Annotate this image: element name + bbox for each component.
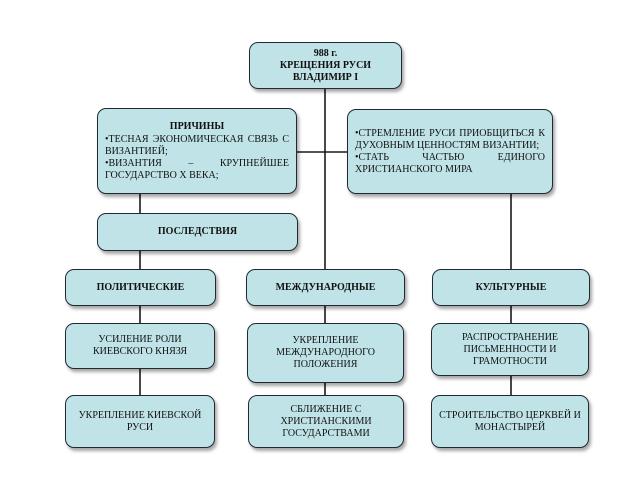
consequences-label: ПОСЛЕДСТВИЯ [157,226,238,237]
baptism-title: КРЕЩЕНИЯ РУСИ [279,59,372,71]
consequences-box: ПОСЛЕДСТВИЯ [97,213,298,251]
international-item-2-text: СБЛИЖЕНИЕ С ХРИСТИАНСКИМИ ГОСУДАРСТВАМИ [280,403,372,439]
political-item-2-text: УКРЕПЛЕНИЕ КИЕВСКОЙ РУСИ [78,409,202,433]
political-item-1-text: УСИЛЕНИЕ РОЛИ КИЕВСКОГО КНЯЗЯ [92,334,188,357]
political-label: ПОЛИТИЧЕСКИЕ [96,281,185,293]
international-box: МЕЖДУНАРОДНЫЕ [246,269,405,306]
political-item-2: УКРЕПЛЕНИЕ КИЕВСКОЙ РУСИ [65,395,215,448]
cultural-item-2-text: СТРОИТЕЛЬСТВО ЦЕРКВЕЙ И МОНАСТЫРЕЙ [439,409,581,433]
reasons-item-1: •ТЕСНАЯ ЭКОНОМИЧЕСКАЯ СВЯЗЬ С ВИЗАНТИЕЙ; [105,133,289,157]
baptism-box: 988 г. КРЕЩЕНИЯ РУСИ ВЛАДИМИР I [249,42,402,89]
baptism-ruler: ВЛАДИМИР I [292,71,359,83]
reasons-title: ПРИЧИНЫ [169,120,225,132]
baptism-year: 988 г. [313,47,338,59]
international-item-2: СБЛИЖЕНИЕ С ХРИСТИАНСКИМИ ГОСУДАРСТВАМИ [248,395,404,448]
cultural-item-1-text: РАСПРОСТРАНЕНИЕ ПИСЬМЕННОСТИ И ГРАМОТНОС… [461,331,559,367]
political-box: ПОЛИТИЧЕСКИЕ [65,269,216,306]
international-label: МЕЖДУНАРОДНЫЕ [275,281,376,293]
aspirations-box: •СТРЕМЛЕНИЕ РУСИ ПРИОБЩИТЬСЯ К ДУХОВНЫМ … [347,109,553,194]
reasons-item-2: •ВИЗАНТИЯ – КРУПНЕЙШЕЕ ГОСУДАРСТВО Х ВЕК… [105,157,289,181]
cultural-item-2: СТРОИТЕЛЬСТВО ЦЕРКВЕЙ И МОНАСТЫРЕЙ [431,395,589,448]
cultural-label: КУЛЬТУРНЫЕ [475,281,547,293]
cultural-item-1: РАСПРОСТРАНЕНИЕ ПИСЬМЕННОСТИ И ГРАМОТНОС… [431,323,589,376]
international-item-1-text: УКРЕПЛЕНИЕ МЕЖДУНАРОДНОГО ПОЛОЖЕНИЯ [276,335,375,370]
political-item-1: УСИЛЕНИЕ РОЛИ КИЕВСКОГО КНЯЗЯ [65,323,215,369]
aspirations-item-2: •СТАТЬ ЧАСТЬЮ ЕДИНОГО ХРИСТИАНСКОГО МИРА [355,151,545,175]
international-item-1: УКРЕПЛЕНИЕ МЕЖДУНАРОДНОГО ПОЛОЖЕНИЯ [247,323,404,383]
reasons-box: ПРИЧИНЫ •ТЕСНАЯ ЭКОНОМИЧЕСКАЯ СВЯЗЬ С ВИ… [97,108,297,194]
aspirations-item-1: •СТРЕМЛЕНИЕ РУСИ ПРИОБЩИТЬСЯ К ДУХОВНЫМ … [355,127,545,151]
cultural-box: КУЛЬТУРНЫЕ [432,269,590,306]
